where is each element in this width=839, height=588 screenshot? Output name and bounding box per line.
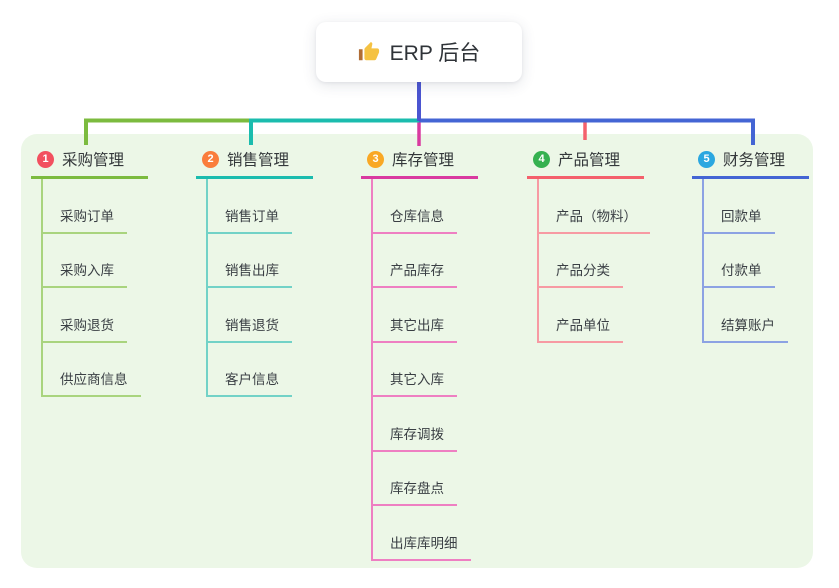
root-node-label: ERP 后台 (389, 42, 481, 65)
node-supplier-info[interactable]: 供应商信息 (43, 343, 141, 397)
node-outbound-detail[interactable]: 出库库明细 (373, 506, 471, 561)
node-receipt-bill[interactable]: 回款单 (704, 179, 775, 234)
branch-title-label: 销售管理 (227, 152, 290, 169)
branch-product-items: 产品（物料） 产品分类 产品单位 (537, 179, 687, 343)
branch-purchase-items: 采购订单 采购入库 采购退货 供应商信息 (41, 179, 191, 397)
node-purchase-return[interactable]: 采购退货 (43, 288, 127, 343)
branch-product-title[interactable]: 4 产品管理 (527, 148, 644, 179)
branch-inventory-title[interactable]: 3 库存管理 (361, 148, 478, 179)
branch-finance: 5 财务管理 回款单 付款单 结算账户 (692, 148, 839, 343)
node-product-stock[interactable]: 产品库存 (373, 234, 457, 288)
node-purchase-inbound[interactable]: 采购入库 (43, 234, 127, 288)
badge-5: 5 (698, 150, 715, 168)
root-node-erp[interactable]: ERP 后台 (316, 22, 522, 82)
node-product-unit[interactable]: 产品单位 (539, 288, 623, 343)
branch-title-label: 财务管理 (723, 152, 786, 169)
branch-finance-title[interactable]: 5 财务管理 (692, 148, 809, 179)
node-settlement-account[interactable]: 结算账户 (704, 288, 788, 343)
branch-inventory-items: 仓库信息 产品库存 其它出库 其它入库 库存调拨 库存盘点 出库库明细 (371, 179, 521, 561)
node-product-material[interactable]: 产品（物料） (539, 179, 650, 234)
branch-product: 4 产品管理 产品（物料） 产品分类 产品单位 (527, 148, 687, 343)
branch-title-label: 库存管理 (392, 152, 455, 169)
branch-sales-title[interactable]: 2 销售管理 (196, 148, 313, 179)
badge-4: 4 (533, 150, 550, 168)
node-stock-count[interactable]: 库存盘点 (373, 452, 457, 506)
branch-inventory: 3 库存管理 仓库信息 产品库存 其它出库 其它入库 库存调拨 库存盘点 出库库… (361, 148, 521, 561)
node-product-category[interactable]: 产品分类 (539, 234, 623, 288)
node-other-inbound[interactable]: 其它入库 (373, 343, 457, 397)
badge-1: 1 (37, 150, 54, 168)
branches-background-panel (21, 134, 813, 568)
node-sales-outbound[interactable]: 销售出库 (208, 234, 292, 288)
node-customer-info[interactable]: 客户信息 (208, 343, 292, 397)
branch-purchase-title[interactable]: 1 采购管理 (31, 148, 148, 179)
branch-title-label: 产品管理 (558, 152, 621, 169)
branch-purchase: 1 采购管理 采购订单 采购入库 采购退货 供应商信息 (31, 148, 191, 397)
node-other-outbound[interactable]: 其它出库 (373, 288, 457, 343)
branch-sales: 2 销售管理 销售订单 销售出库 销售退货 客户信息 (196, 148, 356, 397)
thumbs-up-icon (358, 41, 380, 63)
branch-title-label: 采购管理 (62, 152, 125, 169)
badge-3: 3 (367, 150, 384, 168)
node-warehouse-info[interactable]: 仓库信息 (373, 179, 457, 234)
node-sales-order[interactable]: 销售订单 (208, 179, 292, 234)
node-stock-transfer[interactable]: 库存调拨 (373, 397, 457, 452)
branch-sales-items: 销售订单 销售出库 销售退货 客户信息 (206, 179, 356, 397)
branch-finance-items: 回款单 付款单 结算账户 (702, 179, 839, 343)
node-sales-return[interactable]: 销售退货 (208, 288, 292, 343)
node-payment-bill[interactable]: 付款单 (704, 234, 775, 288)
node-purchase-order[interactable]: 采购订单 (43, 179, 127, 234)
badge-2: 2 (202, 150, 219, 168)
